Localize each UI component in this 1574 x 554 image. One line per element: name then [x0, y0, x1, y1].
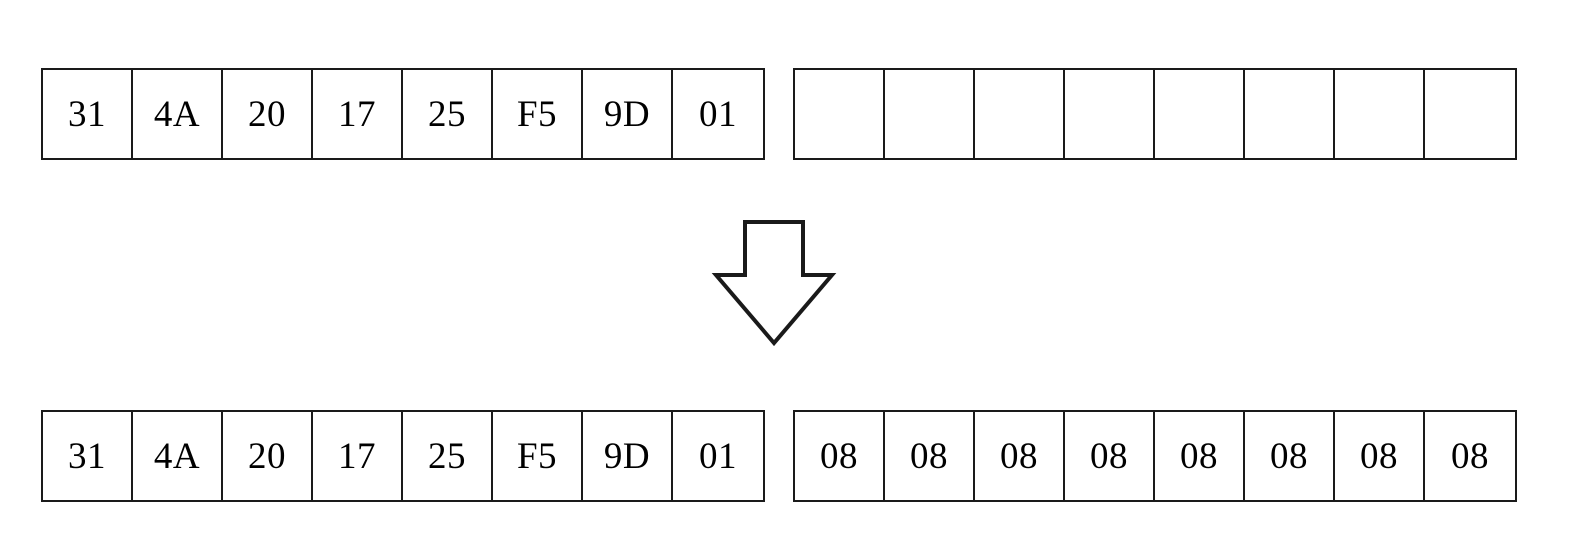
arrow-down-shape	[711, 220, 837, 347]
byte-array-source-top-cell-7: 01	[673, 70, 763, 158]
byte-array-source-bottom-cell-2: 20	[223, 412, 313, 500]
byte-array-source-top-cell-2: 20	[223, 70, 313, 158]
byte-array-destination-top-cell-5	[1245, 70, 1335, 158]
byte-array-destination-bottom-cell-1: 08	[885, 412, 975, 500]
byte-array-destination-bottom-cell-6: 08	[1335, 412, 1425, 500]
byte-array-destination-bottom-cell-3: 08	[1065, 412, 1155, 500]
byte-array-source-top-cell-5: F5	[493, 70, 583, 158]
byte-array-source-bottom-cell-4: 25	[403, 412, 493, 500]
byte-array-source-bottom-cell-5: F5	[493, 412, 583, 500]
byte-array-destination-bottom-cell-5: 08	[1245, 412, 1335, 500]
byte-array-source-top-cell-3: 17	[313, 70, 403, 158]
byte-array-destination-top-cell-2	[975, 70, 1065, 158]
byte-array-source-top-cell-1: 4A	[133, 70, 223, 158]
byte-array-destination-top-cell-6	[1335, 70, 1425, 158]
byte-array-destination-top-cell-4	[1155, 70, 1245, 158]
byte-array-source-bottom-cell-1: 4A	[133, 412, 223, 500]
byte-array-destination-top-cell-0	[795, 70, 885, 158]
byte-array-destination-bottom-cell-2: 08	[975, 412, 1065, 500]
byte-array-destination-top-cell-1	[885, 70, 975, 158]
byte-array-source-top-cell-0: 31	[43, 70, 133, 158]
byte-array-source-bottom-cell-0: 31	[43, 412, 133, 500]
byte-array-source-bottom-cell-7: 01	[673, 412, 763, 500]
byte-array-source-top-cell-4: 25	[403, 70, 493, 158]
arrow-down-icon	[708, 215, 840, 350]
byte-array-destination-bottom-cell-7: 08	[1425, 412, 1515, 500]
byte-array-destination-bottom-cell-4: 08	[1155, 412, 1245, 500]
byte-array-destination-top-cell-7	[1425, 70, 1515, 158]
byte-array-source-bottom-cell-6: 9D	[583, 412, 673, 500]
byte-array-destination-top-cell-3	[1065, 70, 1155, 158]
byte-array-destination-top	[793, 68, 1517, 160]
byte-array-source-top-cell-6: 9D	[583, 70, 673, 158]
byte-array-source-bottom-cell-3: 17	[313, 412, 403, 500]
byte-array-destination-bottom-cell-0: 08	[795, 412, 885, 500]
